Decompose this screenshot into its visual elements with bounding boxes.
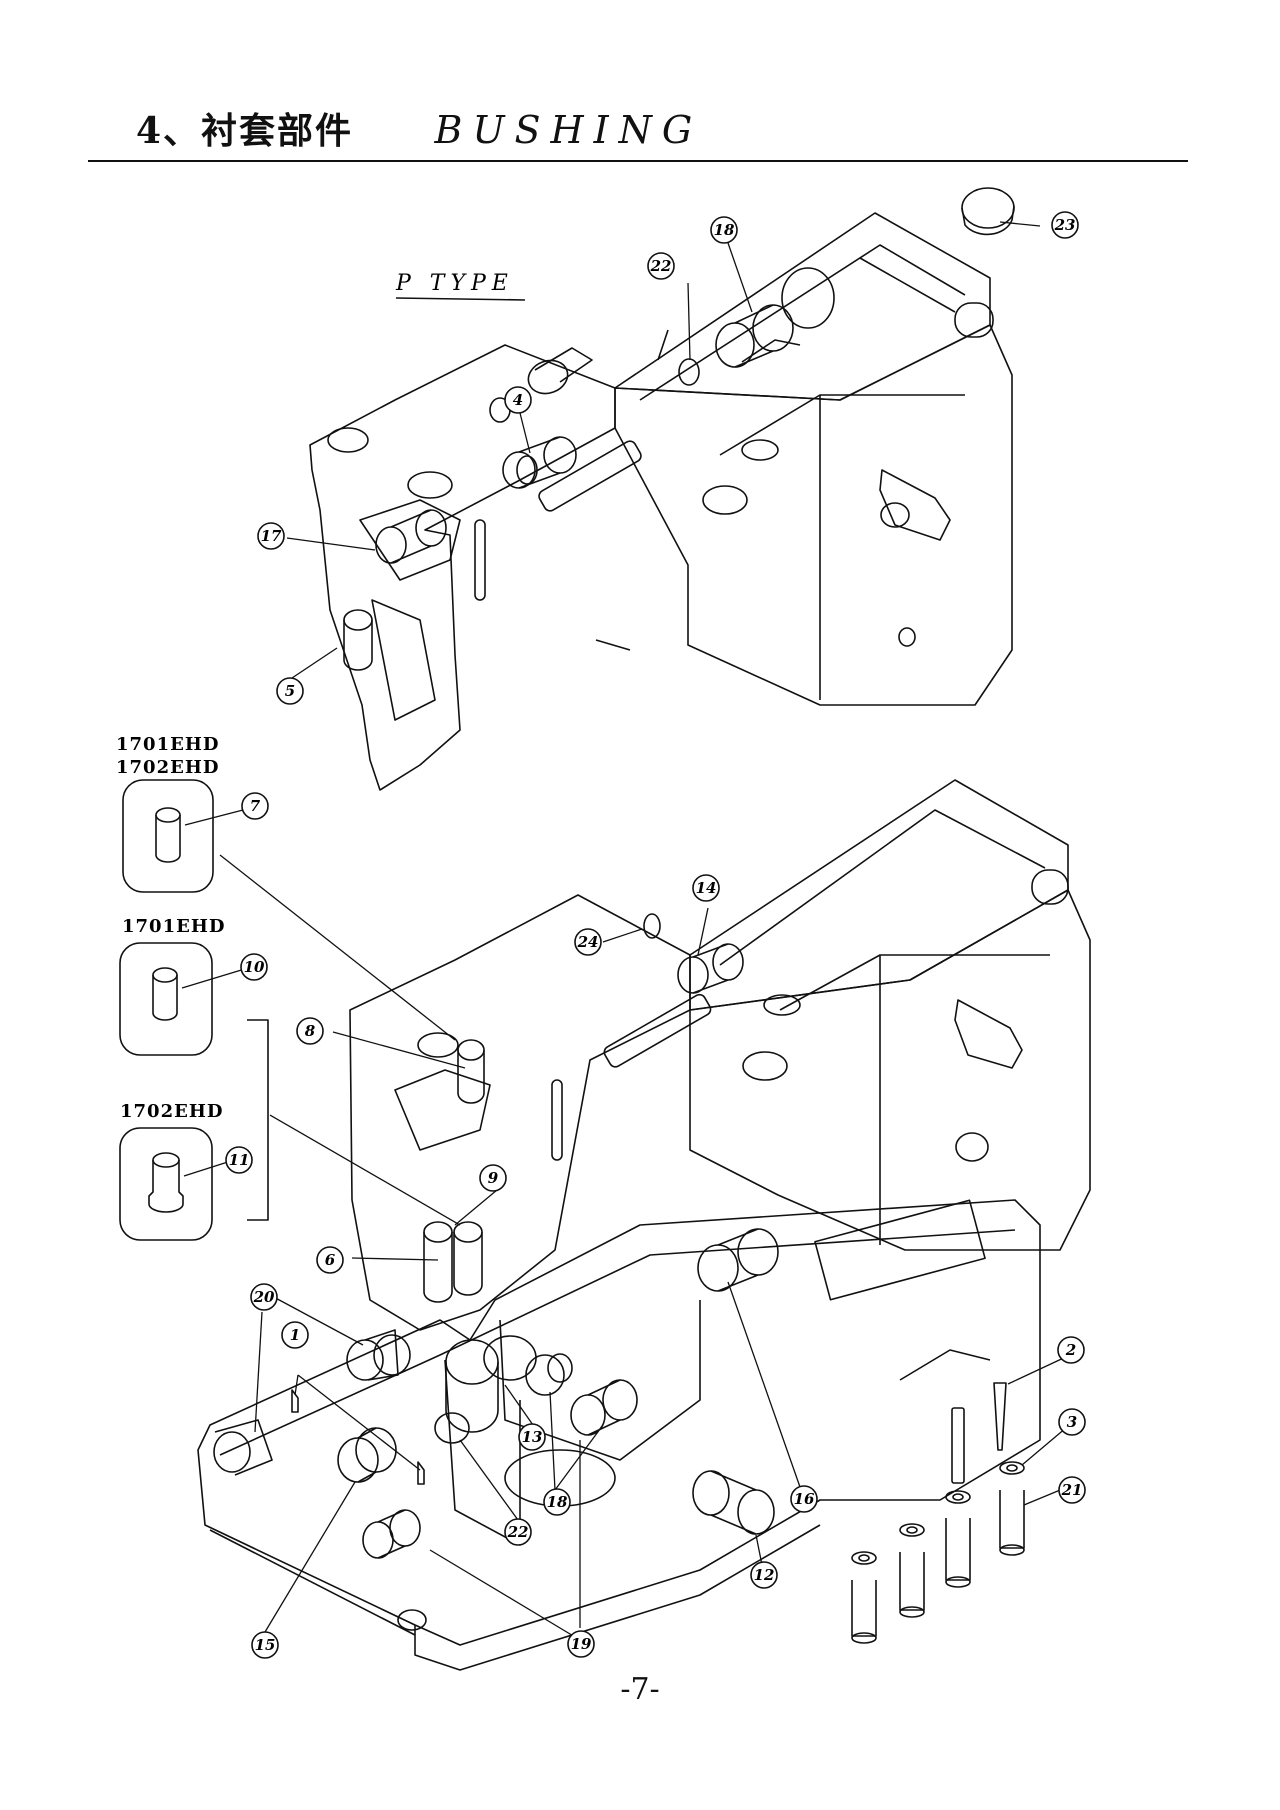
page-number: -7-	[620, 1672, 660, 1707]
bed-base-casting	[197, 1199, 1041, 1671]
model-label-1702ehd-alt: 1702EHD	[120, 1101, 223, 1122]
callout-8: 8	[296, 1017, 324, 1045]
callout-number: 22	[507, 1523, 529, 1541]
callout-14: 14	[692, 874, 720, 902]
callout-number: 18	[714, 221, 735, 239]
callout-number: 4	[513, 391, 523, 409]
header-rule	[88, 160, 1188, 162]
callout-23: 23	[1051, 211, 1079, 239]
callout-number: 22	[650, 257, 672, 275]
callout-17: 17	[257, 522, 285, 550]
callout-number: 11	[229, 1151, 250, 1169]
callout-number: 3	[1067, 1413, 1077, 1431]
upper-bushings	[343, 187, 1015, 671]
callout-9: 9	[479, 1164, 507, 1192]
p-type-arm-casting	[309, 212, 1013, 791]
screws-and-pins	[851, 1382, 1025, 1644]
callout-number: 14	[696, 879, 717, 897]
callout-22: 22	[647, 252, 675, 280]
callout-number: 6	[325, 1251, 336, 1269]
callout-number: 1	[290, 1326, 300, 1344]
callout-18: 18	[710, 216, 738, 244]
callout-number: 9	[488, 1169, 499, 1187]
callout-19: 19	[567, 1630, 595, 1658]
section-title-english: BUSHING	[434, 108, 703, 152]
callout-20: 20	[250, 1283, 278, 1311]
callout-number: 2	[1065, 1341, 1076, 1359]
page-header: 4、衬套部件 BUSHING	[136, 108, 702, 154]
callout-number: 10	[244, 958, 265, 976]
callout-number: 12	[754, 1566, 775, 1584]
callout-5: 5	[276, 677, 304, 705]
callout-number: 16	[794, 1490, 815, 1508]
model-label-1701ehd-alt: 1701EHD	[122, 916, 225, 937]
callout-number: 5	[285, 682, 295, 700]
callout-21: 21	[1058, 1476, 1086, 1504]
callout-number: 21	[1061, 1481, 1083, 1499]
callout-7: 7	[241, 792, 269, 820]
callout-4: 4	[504, 386, 532, 414]
callout-number: 18	[547, 1493, 568, 1511]
callout-number: 13	[522, 1428, 543, 1446]
callout-11: 11	[225, 1146, 253, 1174]
callout-number: 19	[571, 1635, 592, 1653]
variant-boxes	[119, 779, 269, 1241]
callout-15: 15	[251, 1631, 279, 1659]
callout-16: 16	[790, 1485, 818, 1513]
callout-6: 6	[316, 1246, 344, 1274]
model-label-1701ehd: 1701EHD	[116, 734, 219, 755]
leader-lines	[181, 221, 1074, 1638]
callout-number: 15	[255, 1636, 276, 1654]
model-label-1702ehd: 1702EHD	[116, 757, 219, 778]
callout-3: 3	[1058, 1408, 1086, 1436]
lower-arm-casting	[349, 779, 1091, 1331]
section-title-chinese: 4、衬套部件	[136, 110, 354, 152]
callout-22: 22	[504, 1518, 532, 1546]
callout-1: 1	[281, 1321, 309, 1349]
callout-24: 24	[574, 928, 602, 956]
callout-12: 12	[750, 1561, 778, 1589]
callout-number: 24	[577, 933, 599, 951]
callout-10: 10	[240, 953, 268, 981]
callout-number: 23	[1054, 216, 1076, 234]
lower-bushings	[213, 913, 779, 1559]
callout-13: 13	[518, 1423, 546, 1451]
variant-label: P TYPE	[395, 271, 514, 296]
callout-number: 7	[250, 797, 261, 815]
callout-2: 2	[1057, 1336, 1085, 1364]
callout-18: 18	[543, 1488, 571, 1516]
callout-number: 8	[305, 1022, 316, 1040]
callout-number: 17	[261, 527, 282, 545]
callout-number: 20	[253, 1288, 275, 1306]
